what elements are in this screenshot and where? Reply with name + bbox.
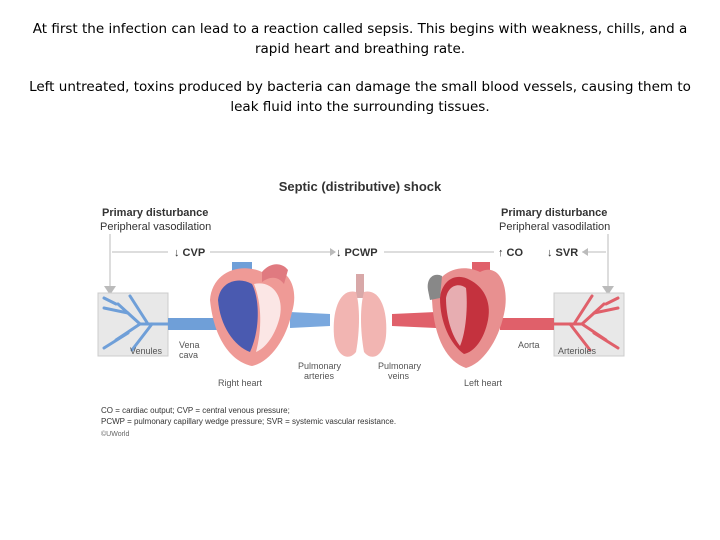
label-pulmonary-veins-line2: veins: [388, 371, 410, 381]
copyright: ©UWorld: [101, 430, 129, 438]
label-pulmonary-arteries-line1: Pulmonary: [298, 361, 342, 371]
cvp-label: ↓ CVP: [174, 247, 205, 259]
label-left-heart: Left heart: [464, 378, 503, 388]
label-vena-cava-line2: cava: [179, 350, 198, 360]
pulmonary-vein-vessel: [392, 312, 436, 328]
indicator-arrowheads: [104, 248, 614, 295]
vena-cava-vessel: [168, 318, 222, 330]
label-right-heart: Right heart: [218, 378, 263, 388]
paragraph-untreated: Left untreated, toxins produced by bacte…: [29, 79, 691, 115]
pulmonary-artery-vessel: [290, 312, 330, 328]
right-primary-value: Peripheral vasodilation: [499, 221, 610, 233]
pcwp-label: ↓ PCWP: [336, 247, 378, 259]
label-arterioles: Arterioles: [558, 346, 597, 356]
label-pulmonary-veins-line1: Pulmonary: [378, 361, 422, 371]
paragraph-sepsis-intro: At first the infection can lead to a rea…: [32, 21, 688, 57]
co-label: ↑ CO: [498, 247, 524, 259]
arterioles-network: [552, 294, 620, 352]
footnote-line1: CO = cardiac output; CVP = central venou…: [101, 406, 290, 415]
svr-label: ↓ SVR: [547, 247, 578, 259]
aorta-vessel: [500, 318, 554, 330]
lungs: [333, 274, 387, 357]
right-primary-heading: Primary disturbance: [501, 207, 607, 219]
label-vena-cava-line1: Vena: [179, 340, 200, 350]
figure-title: Septic (distributive) shock: [279, 179, 442, 194]
indicator-lines: [109, 234, 609, 290]
label-aorta: Aorta: [518, 340, 540, 350]
label-pulmonary-arteries-line2: arteries: [304, 371, 335, 381]
footnote-line2: PCWP = pulmonary capillary wedge pressur…: [101, 417, 396, 426]
label-venules: Venules: [130, 346, 163, 356]
left-primary-value: Peripheral vasodilation: [100, 221, 211, 233]
right-heart: [210, 262, 295, 366]
venules-network: [102, 294, 170, 352]
left-heart: [427, 262, 506, 368]
left-primary-heading: Primary disturbance: [102, 207, 208, 219]
